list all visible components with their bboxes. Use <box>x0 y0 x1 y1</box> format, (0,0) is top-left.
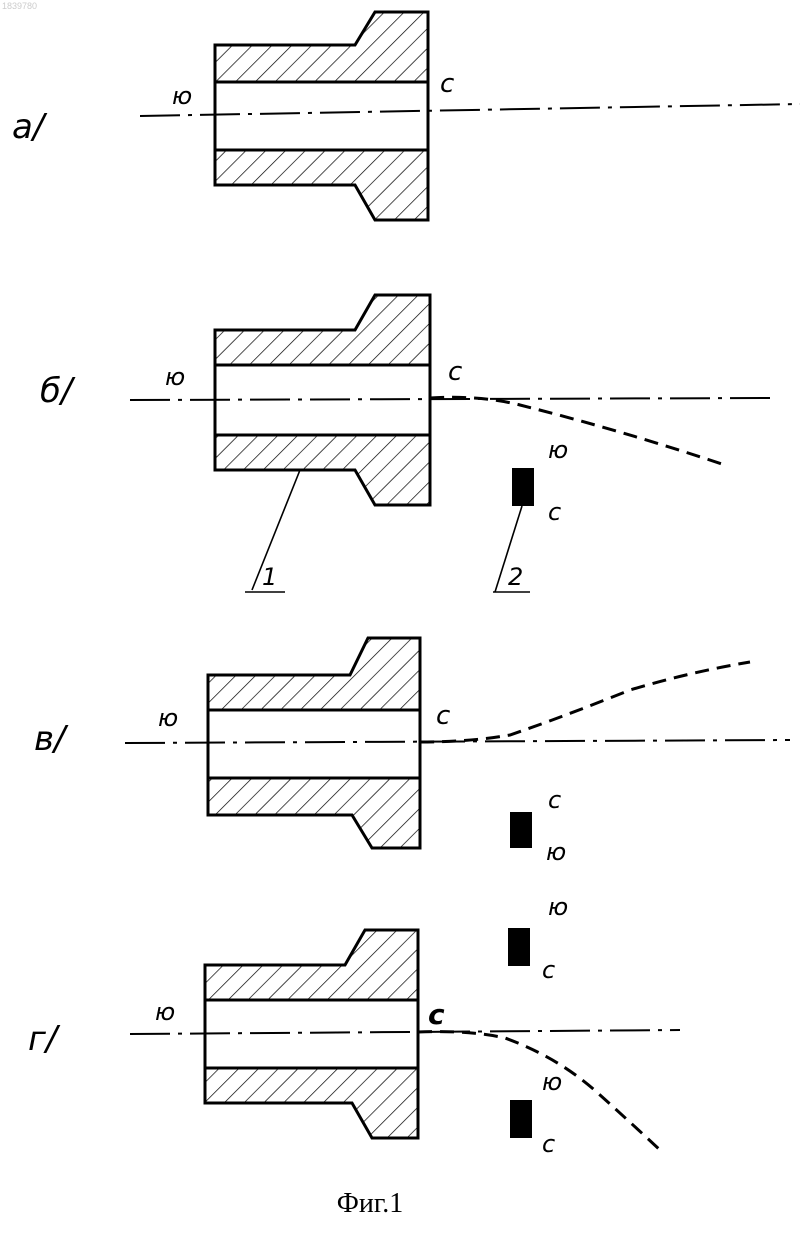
panel-c-label: в/ <box>34 719 69 759</box>
panel-d-lower-wall <box>205 1068 418 1138</box>
panel-a-north-label: с <box>440 69 454 99</box>
panel-c-magnet <box>510 812 532 848</box>
panel-c-deflected-beam <box>420 662 750 742</box>
panel-b-axis <box>130 398 770 400</box>
panel-a-south-label: ю <box>172 82 192 110</box>
panel-b-magnet-top-pole: ю <box>548 436 568 464</box>
panel-d-north-label: с <box>428 998 445 1031</box>
panel-d-magnet-upper-top-pole: ю <box>548 893 568 921</box>
panel-a-lower-wall <box>215 150 428 220</box>
panel-b-north-label: с <box>448 357 462 387</box>
panel-d-upper-wall <box>205 930 418 1000</box>
panel-b-magnet <box>512 468 534 506</box>
callout-1: 1 <box>262 563 277 591</box>
panel-a-label: а/ <box>12 107 48 147</box>
panel-c-axis <box>125 740 790 743</box>
panel-b-south-label: ю <box>165 363 185 391</box>
panel-c: в/ ю с с ю <box>34 638 790 866</box>
callout-2: 2 <box>508 563 523 591</box>
panel-b-deflected-beam <box>430 397 725 465</box>
panel-c-north-label: с <box>436 701 450 731</box>
panel-a-upper-wall <box>215 12 428 82</box>
panel-d-magnet-upper-bottom-pole: с <box>542 956 555 984</box>
panel-a: а/ ю с <box>12 12 800 220</box>
panel-d-magnet-lower-top-pole: ю <box>542 1068 562 1096</box>
panel-b-label: б/ <box>40 371 76 411</box>
figure-caption: Фиг.1 <box>337 1188 403 1219</box>
panel-d-magnet-lower-bottom-pole: с <box>542 1130 555 1158</box>
panel-d-south-label: ю <box>155 998 175 1026</box>
panel-d-label: г/ <box>28 1019 61 1059</box>
panel-b-magnet-bottom-pole: с <box>548 498 561 526</box>
panel-b-upper-wall <box>215 295 430 365</box>
panel-c-magnet-bottom-pole: ю <box>546 838 566 866</box>
panel-d-magnet-upper <box>508 928 530 966</box>
panel-c-lower-wall <box>208 778 420 848</box>
doc-id: 1839780 <box>2 1 37 11</box>
panel-d: г/ ю с ю с ю с <box>28 893 680 1158</box>
panel-b-lower-wall <box>215 435 430 505</box>
panel-c-upper-wall <box>208 638 420 710</box>
panel-d-deflected-beam <box>418 1032 660 1150</box>
panel-d-magnet-lower <box>510 1100 532 1138</box>
panel-b: б/ ю с ю с 1 2 <box>40 295 770 592</box>
panel-d-axis <box>130 1030 680 1034</box>
panel-c-magnet-top-pole: с <box>548 786 561 814</box>
panel-c-south-label: ю <box>158 704 178 732</box>
panel-a-axis <box>140 104 800 116</box>
